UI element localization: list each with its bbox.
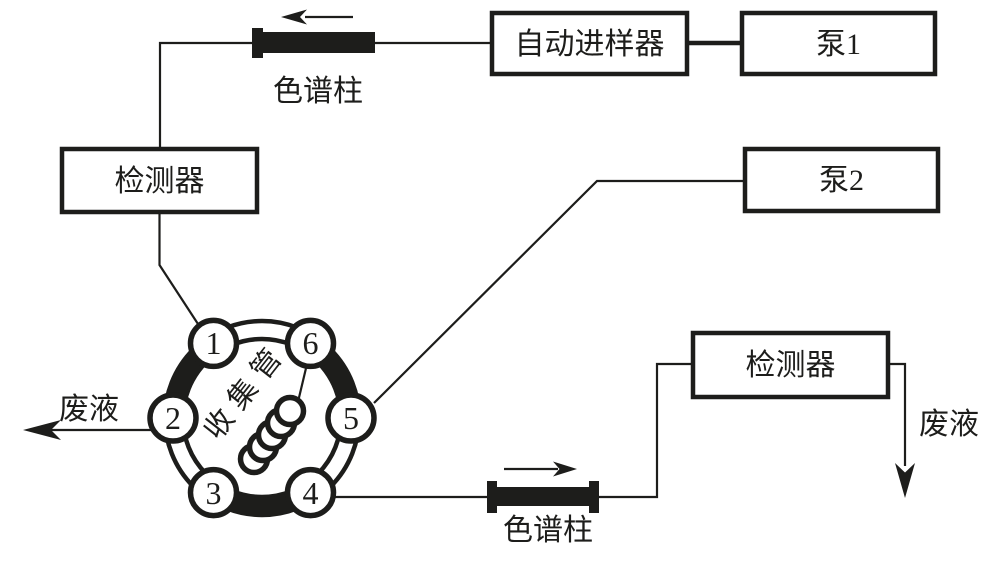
detector2-label: 检测器	[746, 349, 836, 382]
line-detector2-to-waste	[888, 362, 907, 466]
valve-port-2	[147, 392, 199, 444]
valve-port-4	[284, 466, 337, 519]
valve-port-5	[325, 392, 377, 444]
column-first-body	[262, 32, 375, 53]
line-port5-to-pump2	[373, 179, 745, 404]
pump1-box	[739, 10, 938, 77]
valve-port-3	[187, 466, 240, 519]
port-2-number: 2	[165, 400, 181, 436]
column-second-endcap-right	[589, 481, 599, 513]
collection-coil	[237, 394, 307, 476]
column-second-body	[496, 487, 589, 506]
autosampler-label: 自动进样器	[515, 28, 665, 61]
line-port4-to-detector2	[333, 362, 693, 499]
pump2-box	[742, 146, 941, 214]
six-port-valve: 1 2 3 4 5 6 收集管	[147, 317, 377, 519]
line-autosampler-to-detector1	[158, 41, 492, 149]
autosampler-box	[489, 10, 690, 77]
column-second-symbol	[487, 481, 599, 513]
pump1-label: 泵1	[816, 28, 861, 61]
column-first-endcap	[252, 28, 263, 58]
column-first-label: 色谱柱	[273, 75, 363, 108]
port-4-number: 4	[303, 475, 319, 511]
waste-right-label: 废液	[919, 408, 979, 441]
port-3-number: 3	[206, 475, 222, 511]
port-1-number: 1	[206, 325, 222, 361]
flow-arrow-bottom-right-icon	[553, 461, 577, 477]
column-second-endcap-left	[487, 481, 497, 513]
port-5-number: 5	[343, 400, 359, 436]
waste-left-label: 废液	[59, 393, 119, 426]
valve-port-1	[187, 317, 240, 370]
detector1-box	[59, 146, 260, 215]
detector2-box	[690, 330, 891, 400]
detector1-label: 检测器	[115, 165, 205, 198]
column-second-label: 色谱柱	[503, 514, 593, 547]
pump2-label: 泵2	[819, 164, 864, 197]
waste-arrow-left-icon	[23, 420, 61, 440]
waste-arrow-down-icon	[895, 463, 915, 498]
flow-arrow-top-left-icon	[281, 9, 307, 25]
line-detector1-to-port1	[158, 212, 199, 325]
valve-port-6	[284, 317, 337, 370]
port-6-number: 6	[303, 325, 319, 361]
column-first-symbol	[252, 28, 375, 58]
